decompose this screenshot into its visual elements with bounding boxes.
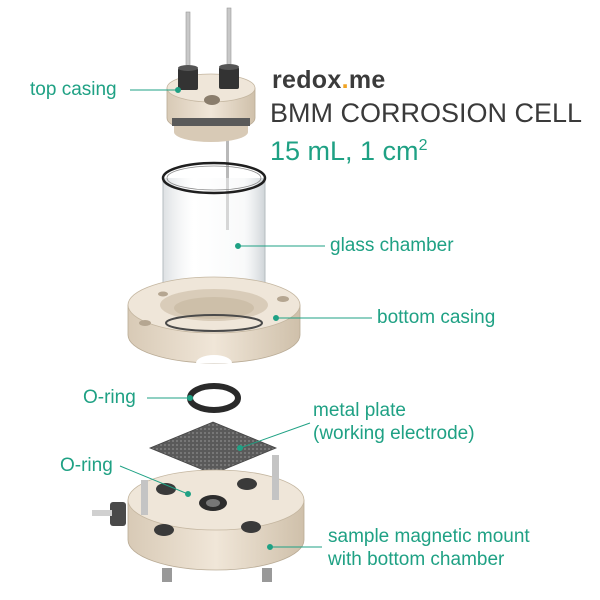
label-o-ring-lower: O-ring (60, 455, 113, 476)
label-glass-chamber: glass chamber (330, 235, 454, 256)
o-ring-part (187, 383, 241, 413)
label-mount-line1: sample magnetic mount (328, 526, 530, 547)
diagram-title: BMM CORROSION CELL (270, 98, 583, 128)
diagram-subtitle: 15 mL, 1 cm2 (270, 136, 428, 166)
label-o-ring-upper: O-ring (83, 387, 136, 408)
label-bottom-casing: bottom casing (377, 307, 496, 328)
label-mount-line2: with bottom chamber (328, 549, 505, 570)
label-metal-plate-line1: metal plate (313, 400, 406, 421)
leader-lines (119, 87, 372, 550)
bottom-casing-part (127, 276, 301, 364)
label-top-casing: top casing (30, 79, 117, 100)
brand-logo: redox.me (272, 66, 386, 94)
top-casing-part (166, 64, 256, 142)
metal-plate-part (148, 421, 278, 475)
label-metal-plate-line2: (working electrode) (313, 423, 475, 444)
sample-mount-part (92, 455, 305, 582)
